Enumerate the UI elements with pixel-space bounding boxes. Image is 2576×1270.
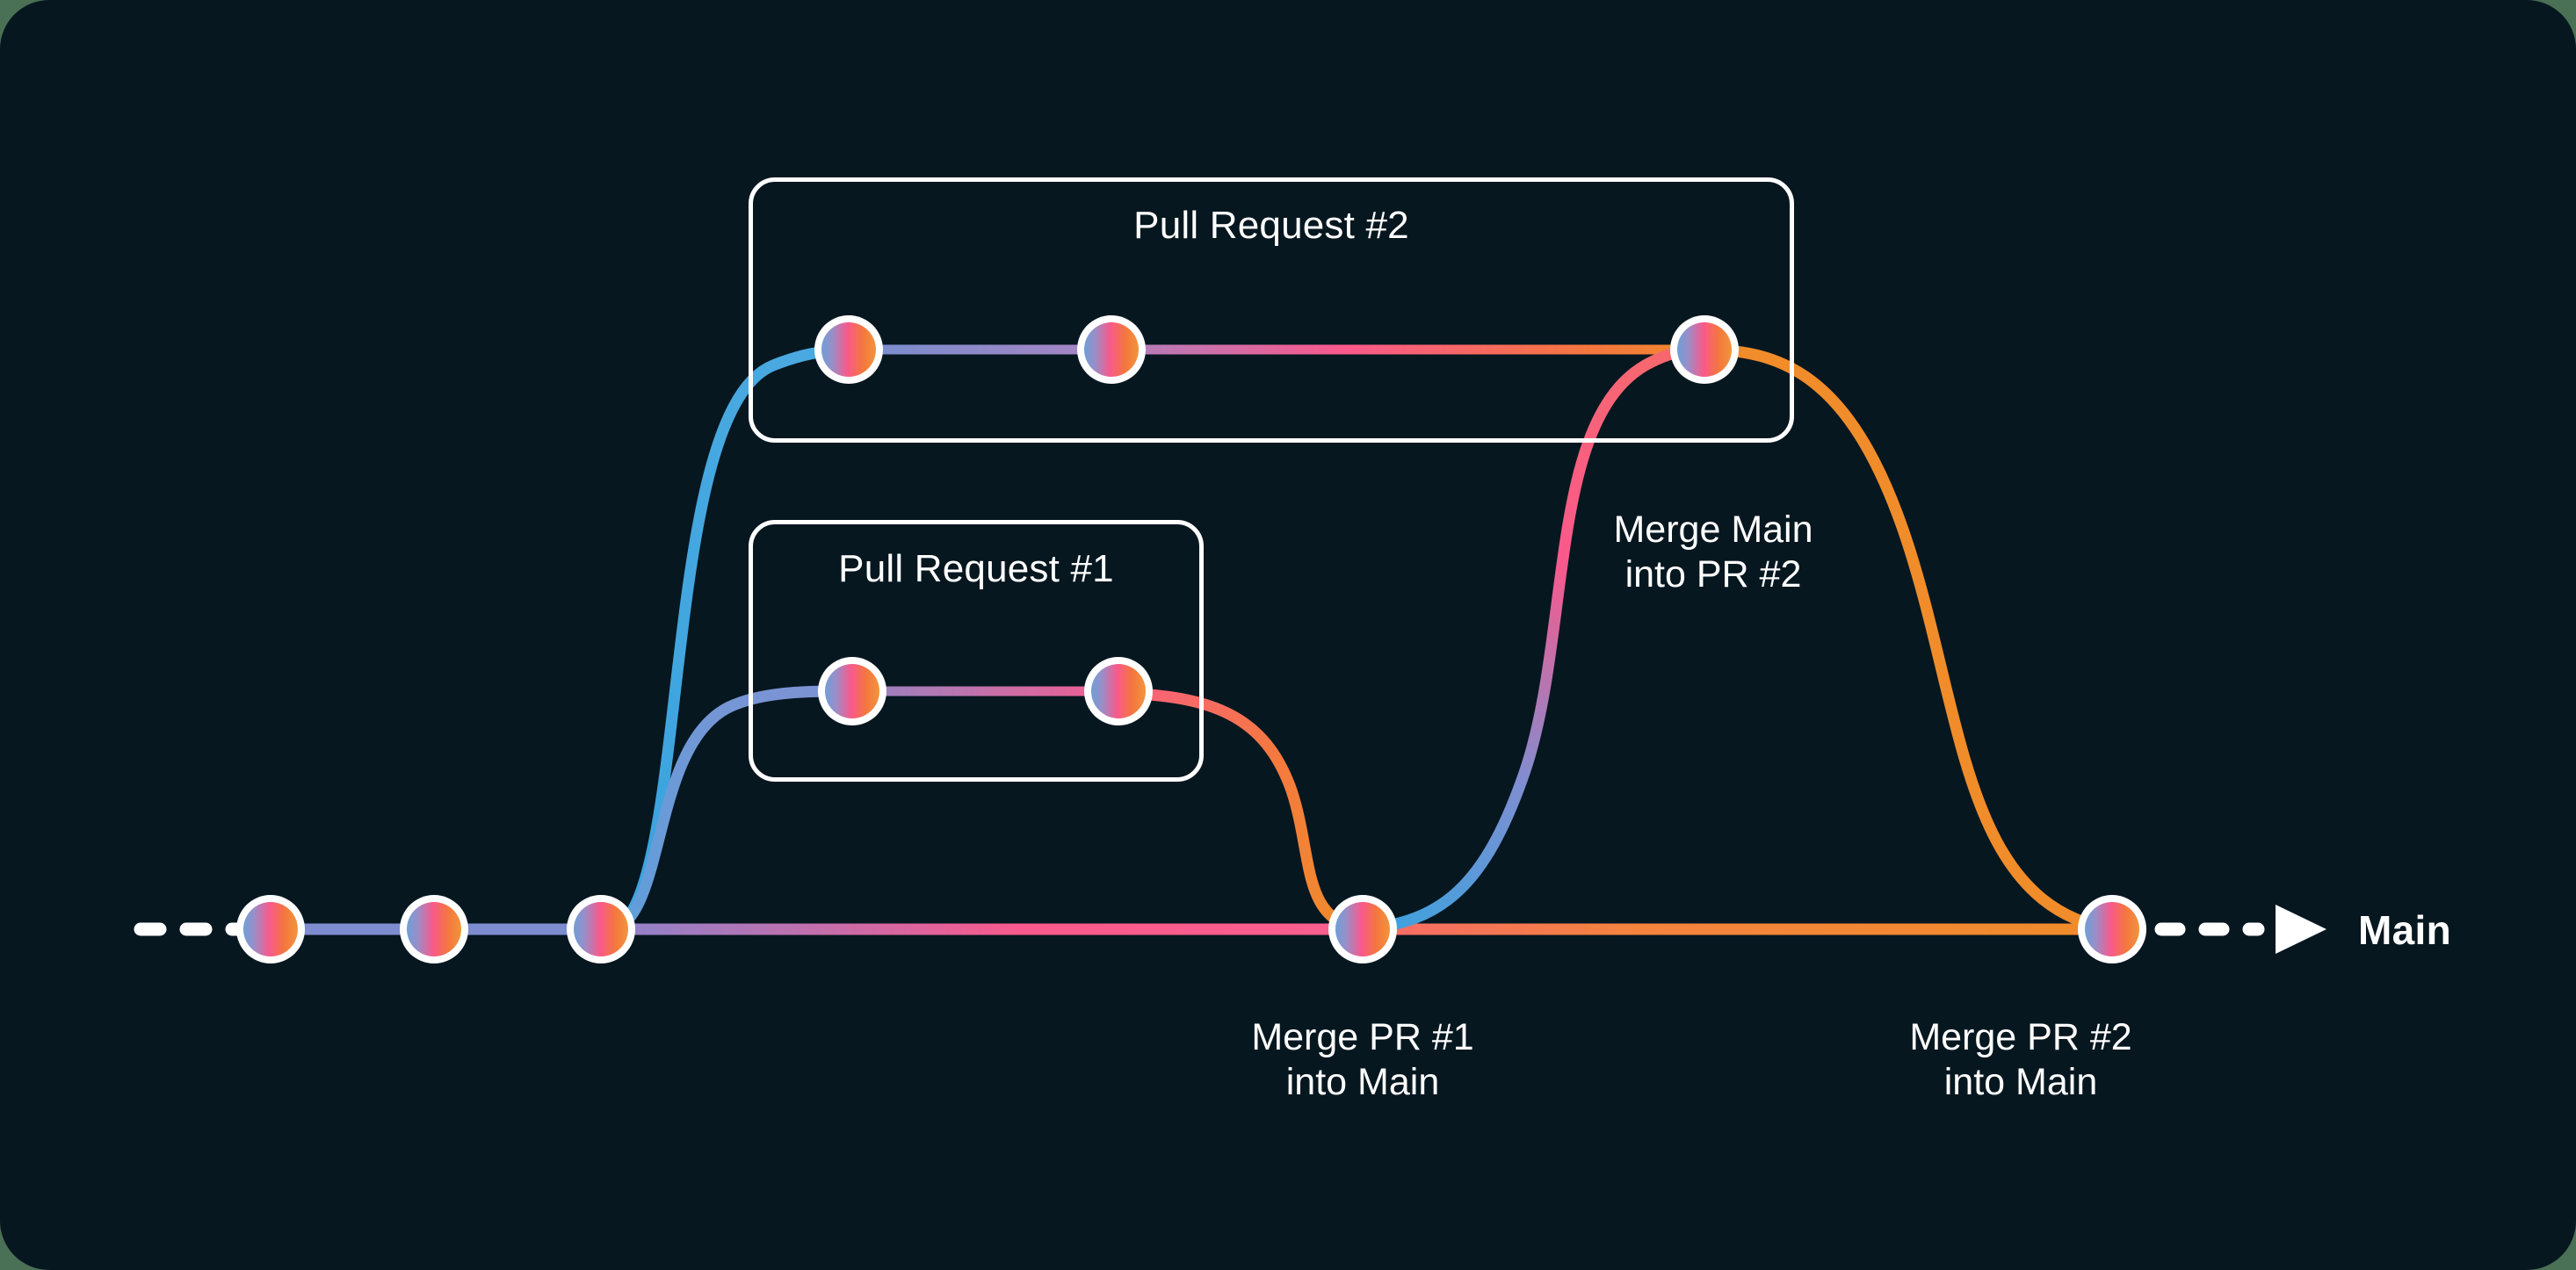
merge-pr2-into-main-label: Merge PR #2 into Main: [1909, 1016, 2132, 1103]
merge-pr2-into-main-curve: [1698, 343, 2118, 935]
merge-pr1-into-main-curve: [1112, 687, 1369, 935]
commit-node-pr2-merge: [1670, 315, 1739, 384]
commit-node-pr2-a: [814, 315, 883, 384]
branch-main-to-pr1: [600, 685, 858, 937]
commit-node-pr1-a: [818, 657, 886, 725]
commit-node-m2: [400, 895, 468, 963]
commit-nodes: [236, 315, 2146, 963]
pull-request-1-box[interactable]: [749, 520, 1204, 782]
commit-node-m3: [567, 895, 635, 963]
merge-pr1-into-main-label: Merge PR #1 into Main: [1251, 1016, 1474, 1103]
merge-main-into-pr2-curve: [1357, 343, 1711, 935]
commit-node-pr1-b: [1084, 657, 1153, 725]
main-arrow-head: [2276, 905, 2326, 954]
commit-node-merge-pr2: [2078, 895, 2146, 963]
pull-request-2-box[interactable]: [749, 177, 1794, 443]
commit-node-m1: [236, 895, 305, 963]
merge-main-into-pr2-label: Merge Main into PR #2: [1613, 509, 1813, 595]
commit-node-merge-pr1: [1328, 895, 1397, 963]
pull-request-2-title: Pull Request #2: [1133, 204, 1409, 247]
main-branch-label: Main: [2358, 907, 2451, 953]
branch-lines: [134, 343, 2265, 937]
commit-node-pr2-b: [1077, 315, 1146, 384]
pull-request-1-title: Pull Request #1: [838, 547, 1114, 590]
